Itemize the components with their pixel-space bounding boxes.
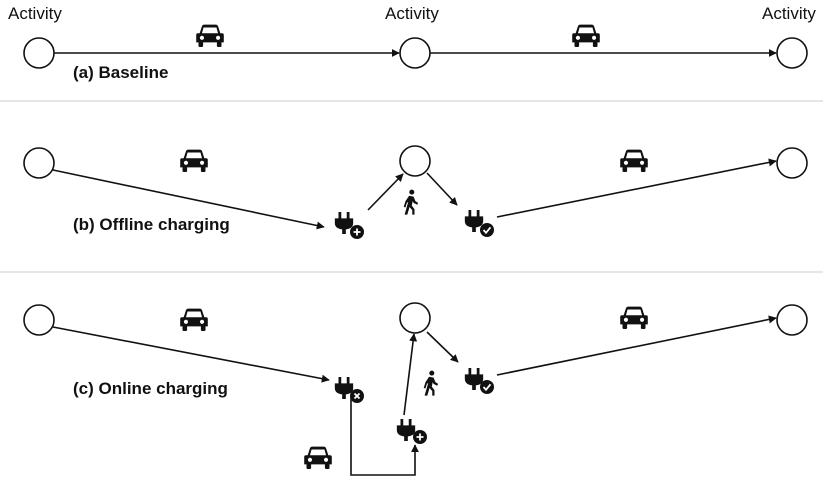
walk-arrow [426, 172, 458, 206]
activity-node [776, 147, 808, 179]
car-icon [196, 24, 224, 47]
activity-node [23, 37, 55, 69]
activity-node [399, 37, 431, 69]
panel-a [23, 37, 808, 69]
activity-node [776, 304, 808, 336]
activity-node [399, 145, 431, 177]
drive-arrow [496, 158, 777, 218]
drive-detour-arrow [350, 397, 419, 476]
car-icon [180, 308, 208, 331]
activity-label-end: Activity [762, 4, 816, 23]
walk-arrow [403, 333, 418, 416]
panel-b-label: (b) Offline charging [73, 215, 230, 234]
panel-c-label: (c) Online charging [73, 379, 228, 398]
walking-person-icon [403, 189, 419, 215]
plug-cross-icon [334, 377, 364, 403]
car-icon [572, 24, 600, 47]
panel-c [23, 302, 808, 476]
panel-a-label: (a) Baseline [73, 63, 169, 82]
activity-node [399, 302, 431, 334]
activity-label-start: Activity [8, 4, 62, 23]
car-icon [304, 446, 332, 469]
drive-arrow [496, 315, 777, 376]
drive-arrow [52, 326, 330, 383]
car-icon [180, 149, 208, 172]
activity-node [23, 147, 55, 179]
panel-b [23, 145, 808, 230]
drive-arrow [52, 169, 325, 230]
plug-check-icon [464, 368, 494, 394]
walk-arrow [426, 331, 459, 363]
activity-label-middle: Activity [385, 4, 439, 23]
activity-node [776, 37, 808, 69]
walk-arrow [367, 173, 404, 211]
car-icon [620, 306, 648, 329]
plug-plus-icon [396, 419, 427, 444]
activity-node [23, 304, 55, 336]
plug-check-icon [464, 210, 494, 237]
walking-person-icon [423, 370, 439, 396]
car-icon [620, 149, 648, 172]
plug-plus-icon [334, 212, 364, 239]
